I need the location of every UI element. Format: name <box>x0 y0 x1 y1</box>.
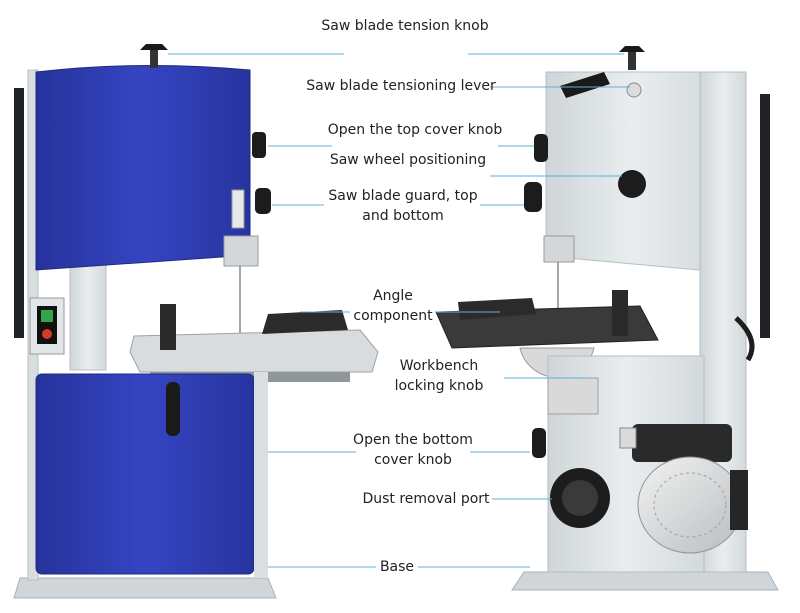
label-tension-lever: Saw blade tensioning lever <box>306 78 496 94</box>
leader-lines <box>168 53 630 568</box>
workbench-handle-left <box>166 382 180 436</box>
top-cover-knob-left <box>252 132 266 158</box>
label-blade-guard-line2: and bottom <box>362 208 444 224</box>
label-angle-line1: Angle <box>373 288 413 304</box>
label-blade-guard-line1: Saw blade guard, top <box>328 188 478 204</box>
label-wheel-positioning: Saw wheel positioning <box>329 152 487 168</box>
label-bottom-cover-line1: Open the bottom <box>353 432 473 448</box>
right-band-saw <box>435 46 779 591</box>
wheel-positioning-knob <box>618 170 646 198</box>
worktable-left <box>129 329 379 373</box>
label-workbench-knob: Workbench locking knob <box>384 356 494 396</box>
label-workbench-line2: locking knob <box>394 378 484 394</box>
label-dust-port: Dust removal port <box>362 491 490 507</box>
label-workbench-line1: Workbench <box>399 358 479 374</box>
label-base: Base <box>379 559 415 575</box>
tension-lever <box>560 72 610 98</box>
bottom-cover <box>35 373 255 575</box>
left-band-saw <box>13 44 379 599</box>
label-blade-guard: Saw blade guard, top and bottom <box>318 186 488 226</box>
blade-guard-knob-left <box>255 188 271 214</box>
label-bottom-cover-knob: Open the bottom cover knob <box>348 430 478 470</box>
label-angle-component: Angle component <box>343 286 443 326</box>
label-bottom-cover-line2: cover knob <box>374 452 452 468</box>
motor <box>619 424 748 554</box>
label-angle-line2: component <box>353 308 433 324</box>
top-cover <box>35 64 251 271</box>
label-top-cover-knob: Open the top cover knob <box>327 122 503 138</box>
label-tension-knob: Saw blade tension knob <box>321 18 489 34</box>
